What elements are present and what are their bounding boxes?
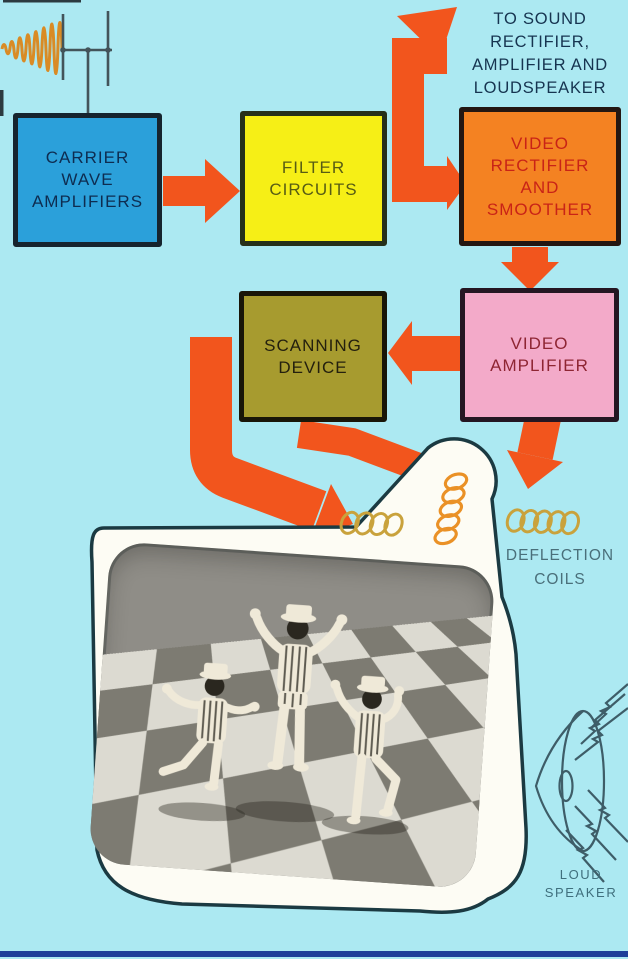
box-label-line: DEVICE: [278, 357, 348, 377]
signal-wave-icon: [0, 21, 64, 75]
box-label-line: AMPLIFIER: [490, 356, 589, 375]
to-sound-label: TO SOUND RECTIFIER, AMPLIFIER AND LOUDSP…: [448, 8, 628, 100]
arrow-amplifier-to-scanning: [388, 321, 461, 385]
label-line: TO SOUND: [493, 10, 587, 28]
box-label-line: VIDEO: [511, 133, 569, 153]
arrow-split-to-sound-and-rectifier: [392, 7, 466, 210]
label-line: LOUD: [559, 867, 603, 882]
filter-circuits-box: FILTER CIRCUITS: [240, 111, 387, 246]
antenna-joints: [60, 47, 111, 53]
box-label-line: FILTER: [281, 157, 346, 177]
arrow-amplifier-to-tube: [507, 414, 563, 489]
arrow-rectifier-to-amplifier: [501, 247, 559, 291]
label-line: RECTIFIER,: [490, 33, 590, 51]
page-edge-mark: [0, 90, 4, 116]
label-line: LOUDSPEAKER: [473, 79, 607, 97]
dancers-image: [158, 604, 409, 835]
arrow-carrier-to-filter: [163, 159, 240, 223]
loudspeaker-icon: [534, 683, 628, 883]
scanning-device-box: SCANNING DEVICE: [239, 291, 387, 422]
dancer-right: [330, 676, 405, 825]
deflection-coils-label: DEFLECTION COILS: [490, 544, 628, 592]
box-label-line: AMPLIFIERS: [31, 192, 144, 211]
box-label-line: CARRIER: [45, 148, 130, 167]
box-label-line: SMOOTHER: [486, 199, 594, 219]
page-edge-mark: [3, 0, 81, 3]
antenna-icon: [61, 11, 112, 114]
deflection-coil-neck-icon: [433, 472, 469, 546]
box-label-line: VIDEO: [510, 334, 569, 353]
label-line: AMPLIFIER AND: [471, 56, 608, 74]
box-label-line: RECTIFIER: [490, 155, 590, 175]
box-label-line: CIRCUITS: [269, 179, 358, 199]
loud-speaker-label: LOUD SPEAKER: [521, 866, 628, 902]
box-label-line: SCANNING: [264, 335, 362, 355]
video-rectifier-and-smoother-box: VIDEO RECTIFIER AND SMOOTHER: [459, 107, 621, 246]
tv-screen: [88, 540, 496, 890]
box-label-line: AND: [520, 177, 560, 197]
box-label-line: WAVE: [61, 170, 114, 189]
label-line: DEFLECTION: [505, 547, 615, 564]
dancer-center: [250, 604, 348, 773]
carrier-wave-amplifiers-box: CARRIER WAVE AMPLIFIERS: [13, 113, 162, 247]
deflection-coil-right-icon: [505, 508, 580, 536]
video-amplifier-box: VIDEO AMPLIFIER: [460, 288, 619, 422]
label-line: COILS: [534, 571, 586, 588]
deflection-coil-left-icon: [339, 510, 404, 537]
dancer-left: [158, 663, 260, 792]
page-bottom-rule: [0, 951, 628, 957]
label-line: SPEAKER: [544, 885, 618, 900]
